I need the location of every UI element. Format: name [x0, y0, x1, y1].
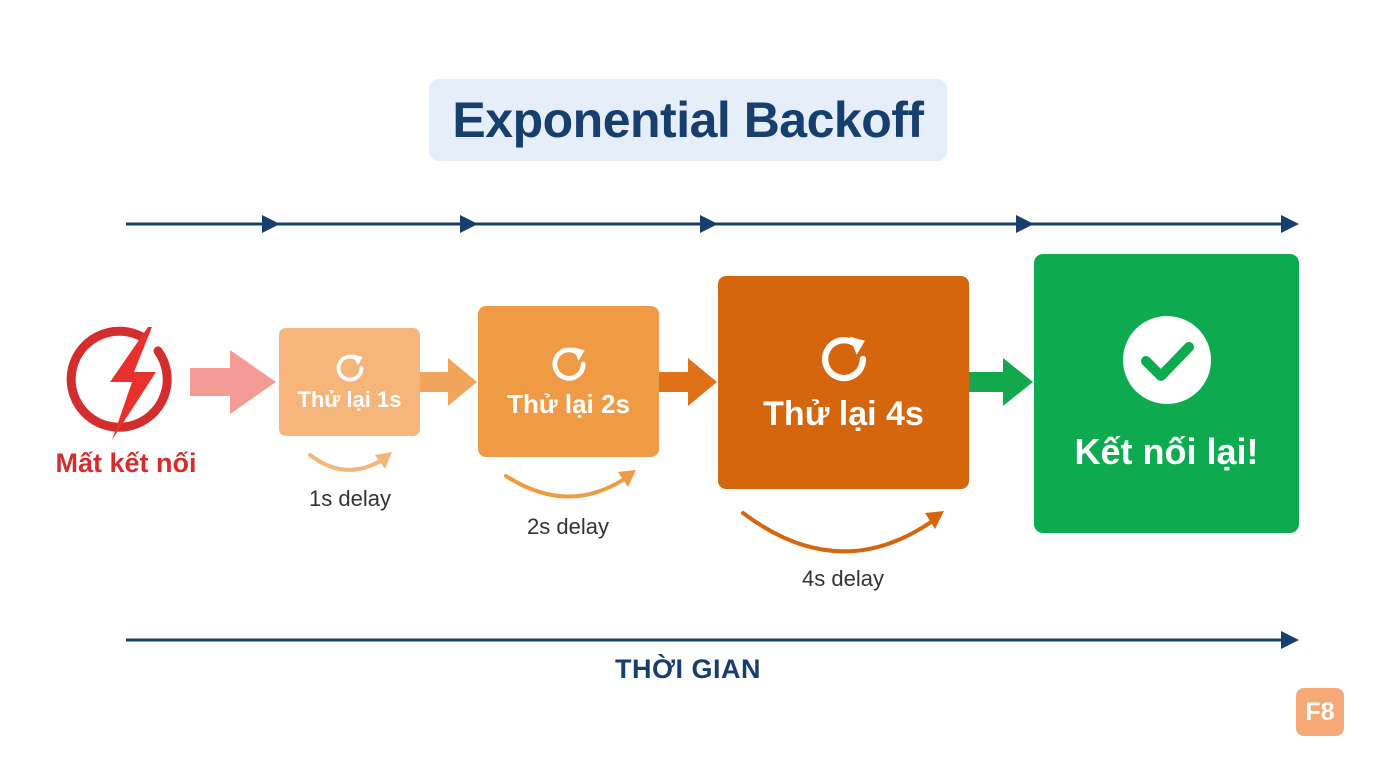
page-title: Exponential Backoff	[452, 92, 924, 148]
timeline-marker-arrow	[700, 215, 718, 233]
retry-icon	[336, 354, 363, 382]
timeline-marker-arrow	[1281, 215, 1299, 233]
delay-label-2: 2s delay	[527, 514, 609, 539]
top-timeline	[126, 215, 1299, 233]
retry-step-1-label: Thử lại 1s	[297, 387, 402, 412]
delay-label-1: 1s delay	[309, 486, 391, 511]
retry-step-2: Thử lại 2s	[478, 306, 659, 457]
delay-curve-2	[504, 470, 636, 499]
flow-arrow-disconnect-to-step1	[190, 350, 276, 414]
title-banner: Exponential Backoff	[429, 79, 947, 161]
flow-arrow-step2-to-step3	[659, 358, 717, 406]
success-label: Kết nối lại!	[1074, 430, 1259, 472]
retry-icon	[821, 336, 866, 382]
delay-curve-1	[308, 452, 392, 472]
time-axis-arrowhead	[1281, 631, 1299, 649]
flow-arrow-step3-to-success	[969, 358, 1033, 406]
timeline-marker-arrow	[1016, 215, 1034, 233]
flow-arrow-step1-to-step2	[420, 358, 477, 406]
disconnect-label: Mất kết nối	[55, 448, 197, 478]
delay-label-3: 4s delay	[802, 566, 884, 591]
timeline-marker-arrow	[262, 215, 280, 233]
delay-curve-3	[741, 511, 944, 554]
checkmark-icon	[1122, 315, 1211, 404]
retry-icon	[551, 347, 586, 381]
retry-step-2-label: Thử lại 2s	[507, 389, 630, 419]
success-step: Kết nối lại!	[1034, 254, 1299, 533]
retry-step-3-label: Thử lại 4s	[763, 395, 924, 433]
timeline-marker-arrow	[460, 215, 478, 233]
badge-label: F8	[1305, 697, 1335, 726]
lightning-bolt-icon	[66, 326, 172, 440]
retry-step-3: Thử lại 4s	[718, 276, 969, 489]
f8-logo-badge: F8	[1296, 688, 1344, 736]
time-axis	[126, 631, 1299, 649]
retry-step-1: Thử lại 1s	[279, 328, 420, 436]
time-axis-label: THỜI GIAN	[614, 654, 762, 684]
